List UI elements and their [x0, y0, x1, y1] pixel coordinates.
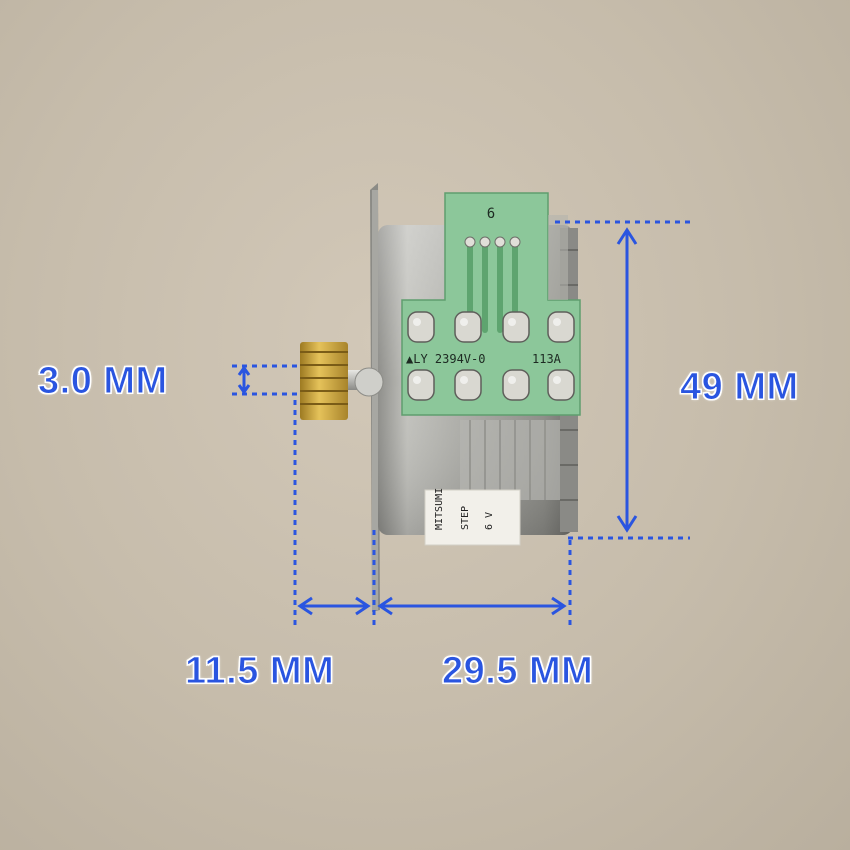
motor-shaft — [340, 367, 384, 397]
shaft-diameter-label: 3.0 MM — [38, 360, 168, 403]
dimension-lines — [232, 220, 690, 628]
terminal-pcb: 6 ▲LY 2394V-0 113A — [401, 192, 581, 416]
sticker-line-3: 6 V — [484, 512, 495, 530]
body-depth-label: 29.5 MM — [441, 650, 594, 693]
shaft-length-label: 11.5 MM — [184, 650, 335, 693]
body-height-label: 49 MM — [680, 366, 799, 409]
pcb-part-marking: ▲LY 2394V-0 — [406, 352, 485, 366]
brass-pinion-gear — [300, 342, 348, 420]
sticker-line-1: MITSUMI — [434, 488, 445, 530]
sticker-line-2: STEP — [460, 506, 471, 530]
pcb-top-label: 6 — [487, 206, 495, 222]
motor-sticker: MITSUMI STEP 6 V — [424, 488, 521, 546]
pcb-lot-marking: 113A — [532, 352, 562, 366]
mounting-flange — [370, 183, 380, 612]
